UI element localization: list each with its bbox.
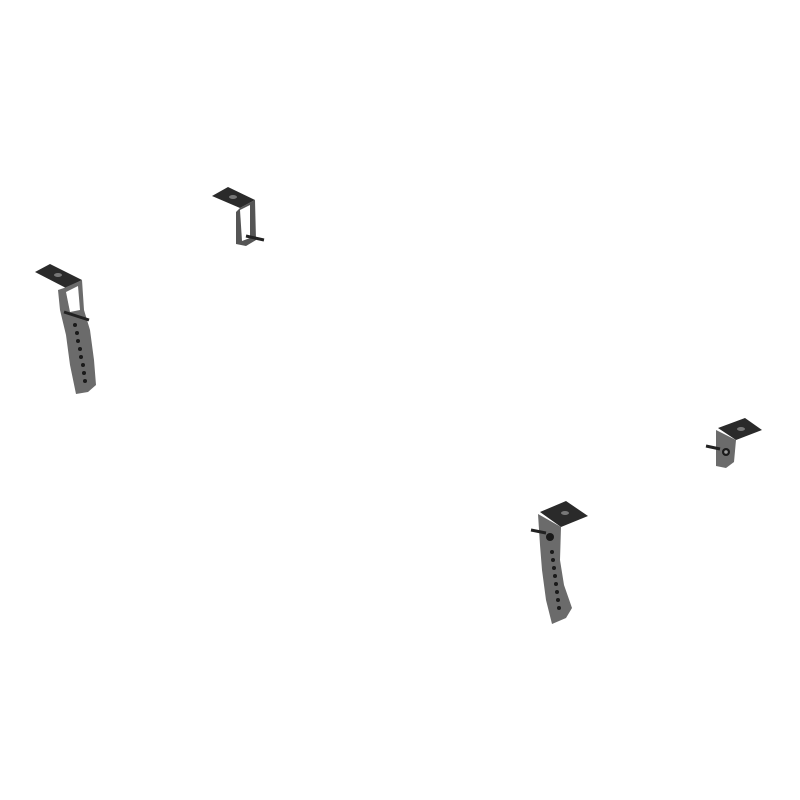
short-l-bracket-top xyxy=(212,187,265,246)
slot-holes xyxy=(550,550,561,610)
long-slotted-bracket-bottom xyxy=(530,501,588,624)
long-slotted-bracket-left xyxy=(35,264,96,394)
slot-holes xyxy=(73,323,87,383)
short-l-bracket-right xyxy=(705,418,762,468)
